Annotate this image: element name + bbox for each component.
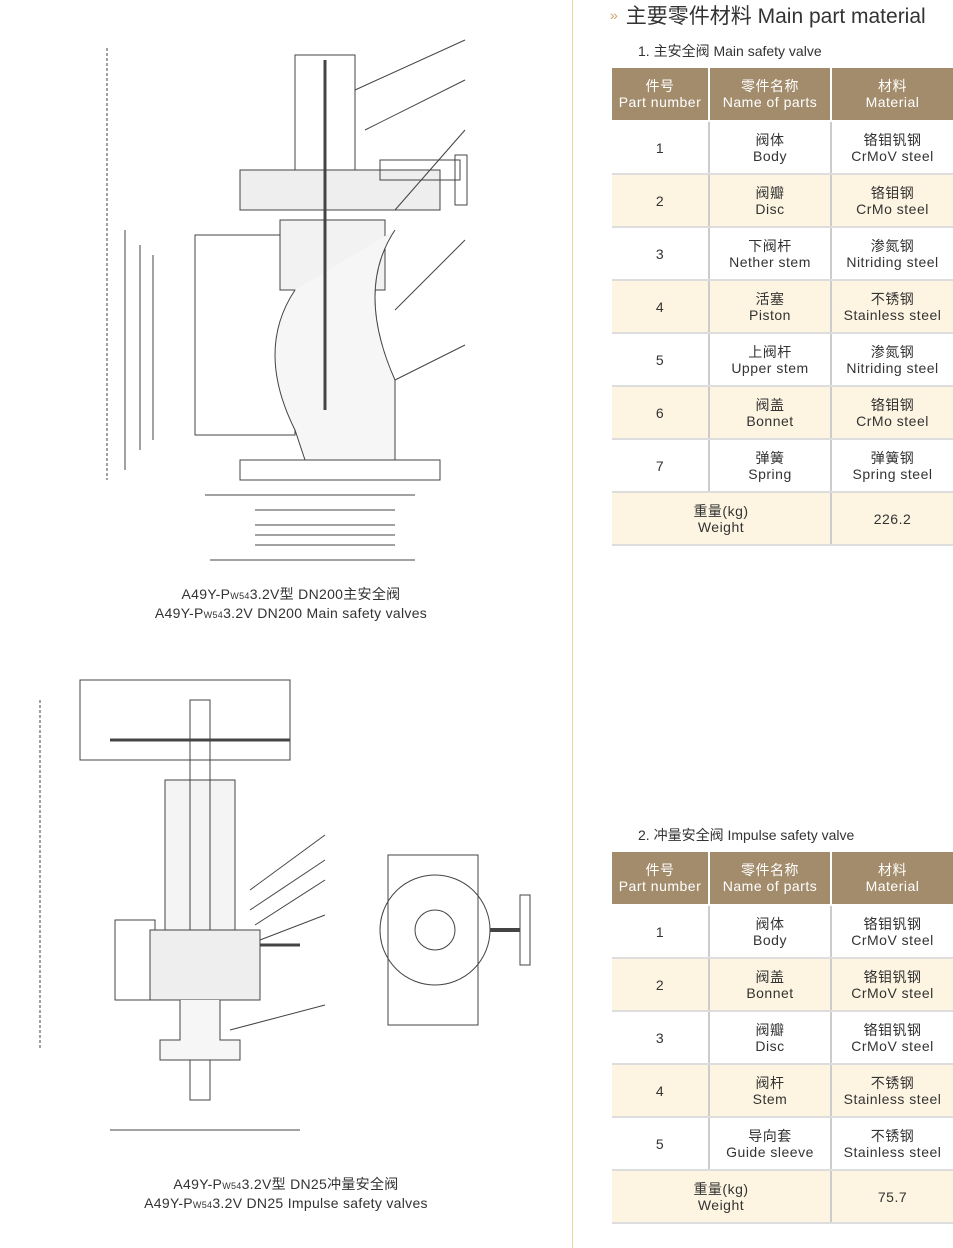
weight-label: 重量(kg)Weight <box>612 1170 832 1224</box>
main-valve-drawing <box>106 39 468 561</box>
part-number: 1 <box>612 121 710 175</box>
part-number: 5 <box>612 333 710 387</box>
part-number: 4 <box>612 280 710 334</box>
weight-value: 226.2 <box>831 492 953 546</box>
page-title: »主要零件材料 Main part material <box>610 5 926 28</box>
part-number: 2 <box>612 958 710 1012</box>
main-valve-caption: A49Y-PW543.2V型 DN200主安全阀 A49Y-PW543.2V D… <box>154 586 428 621</box>
part-number: 2 <box>612 174 710 228</box>
part-number: 4 <box>612 1064 710 1118</box>
part-number: 6 <box>612 386 710 440</box>
part-number: 3 <box>612 1011 710 1065</box>
divider <box>572 0 573 1248</box>
main-valve-section-title: 1. 主安全阀 Main safety valve <box>638 43 822 59</box>
impulse-valve-caption: A49Y-PW543.2V型 DN25冲量安全阀 A49Y-PW543.2V D… <box>144 1176 428 1211</box>
part-number: 3 <box>612 227 710 281</box>
impulse-valve-section-title: 2. 冲量安全阀 Impulse safety valve <box>638 827 855 843</box>
part-number: 5 <box>612 1117 710 1171</box>
weight-value: 75.7 <box>831 1170 953 1224</box>
part-number: 7 <box>612 439 710 493</box>
impulse-valve-drawing <box>39 679 531 1131</box>
weight-label: 重量(kg)Weight <box>612 492 832 546</box>
part-number: 1 <box>612 905 710 959</box>
chevron-icon: » <box>610 7 618 23</box>
